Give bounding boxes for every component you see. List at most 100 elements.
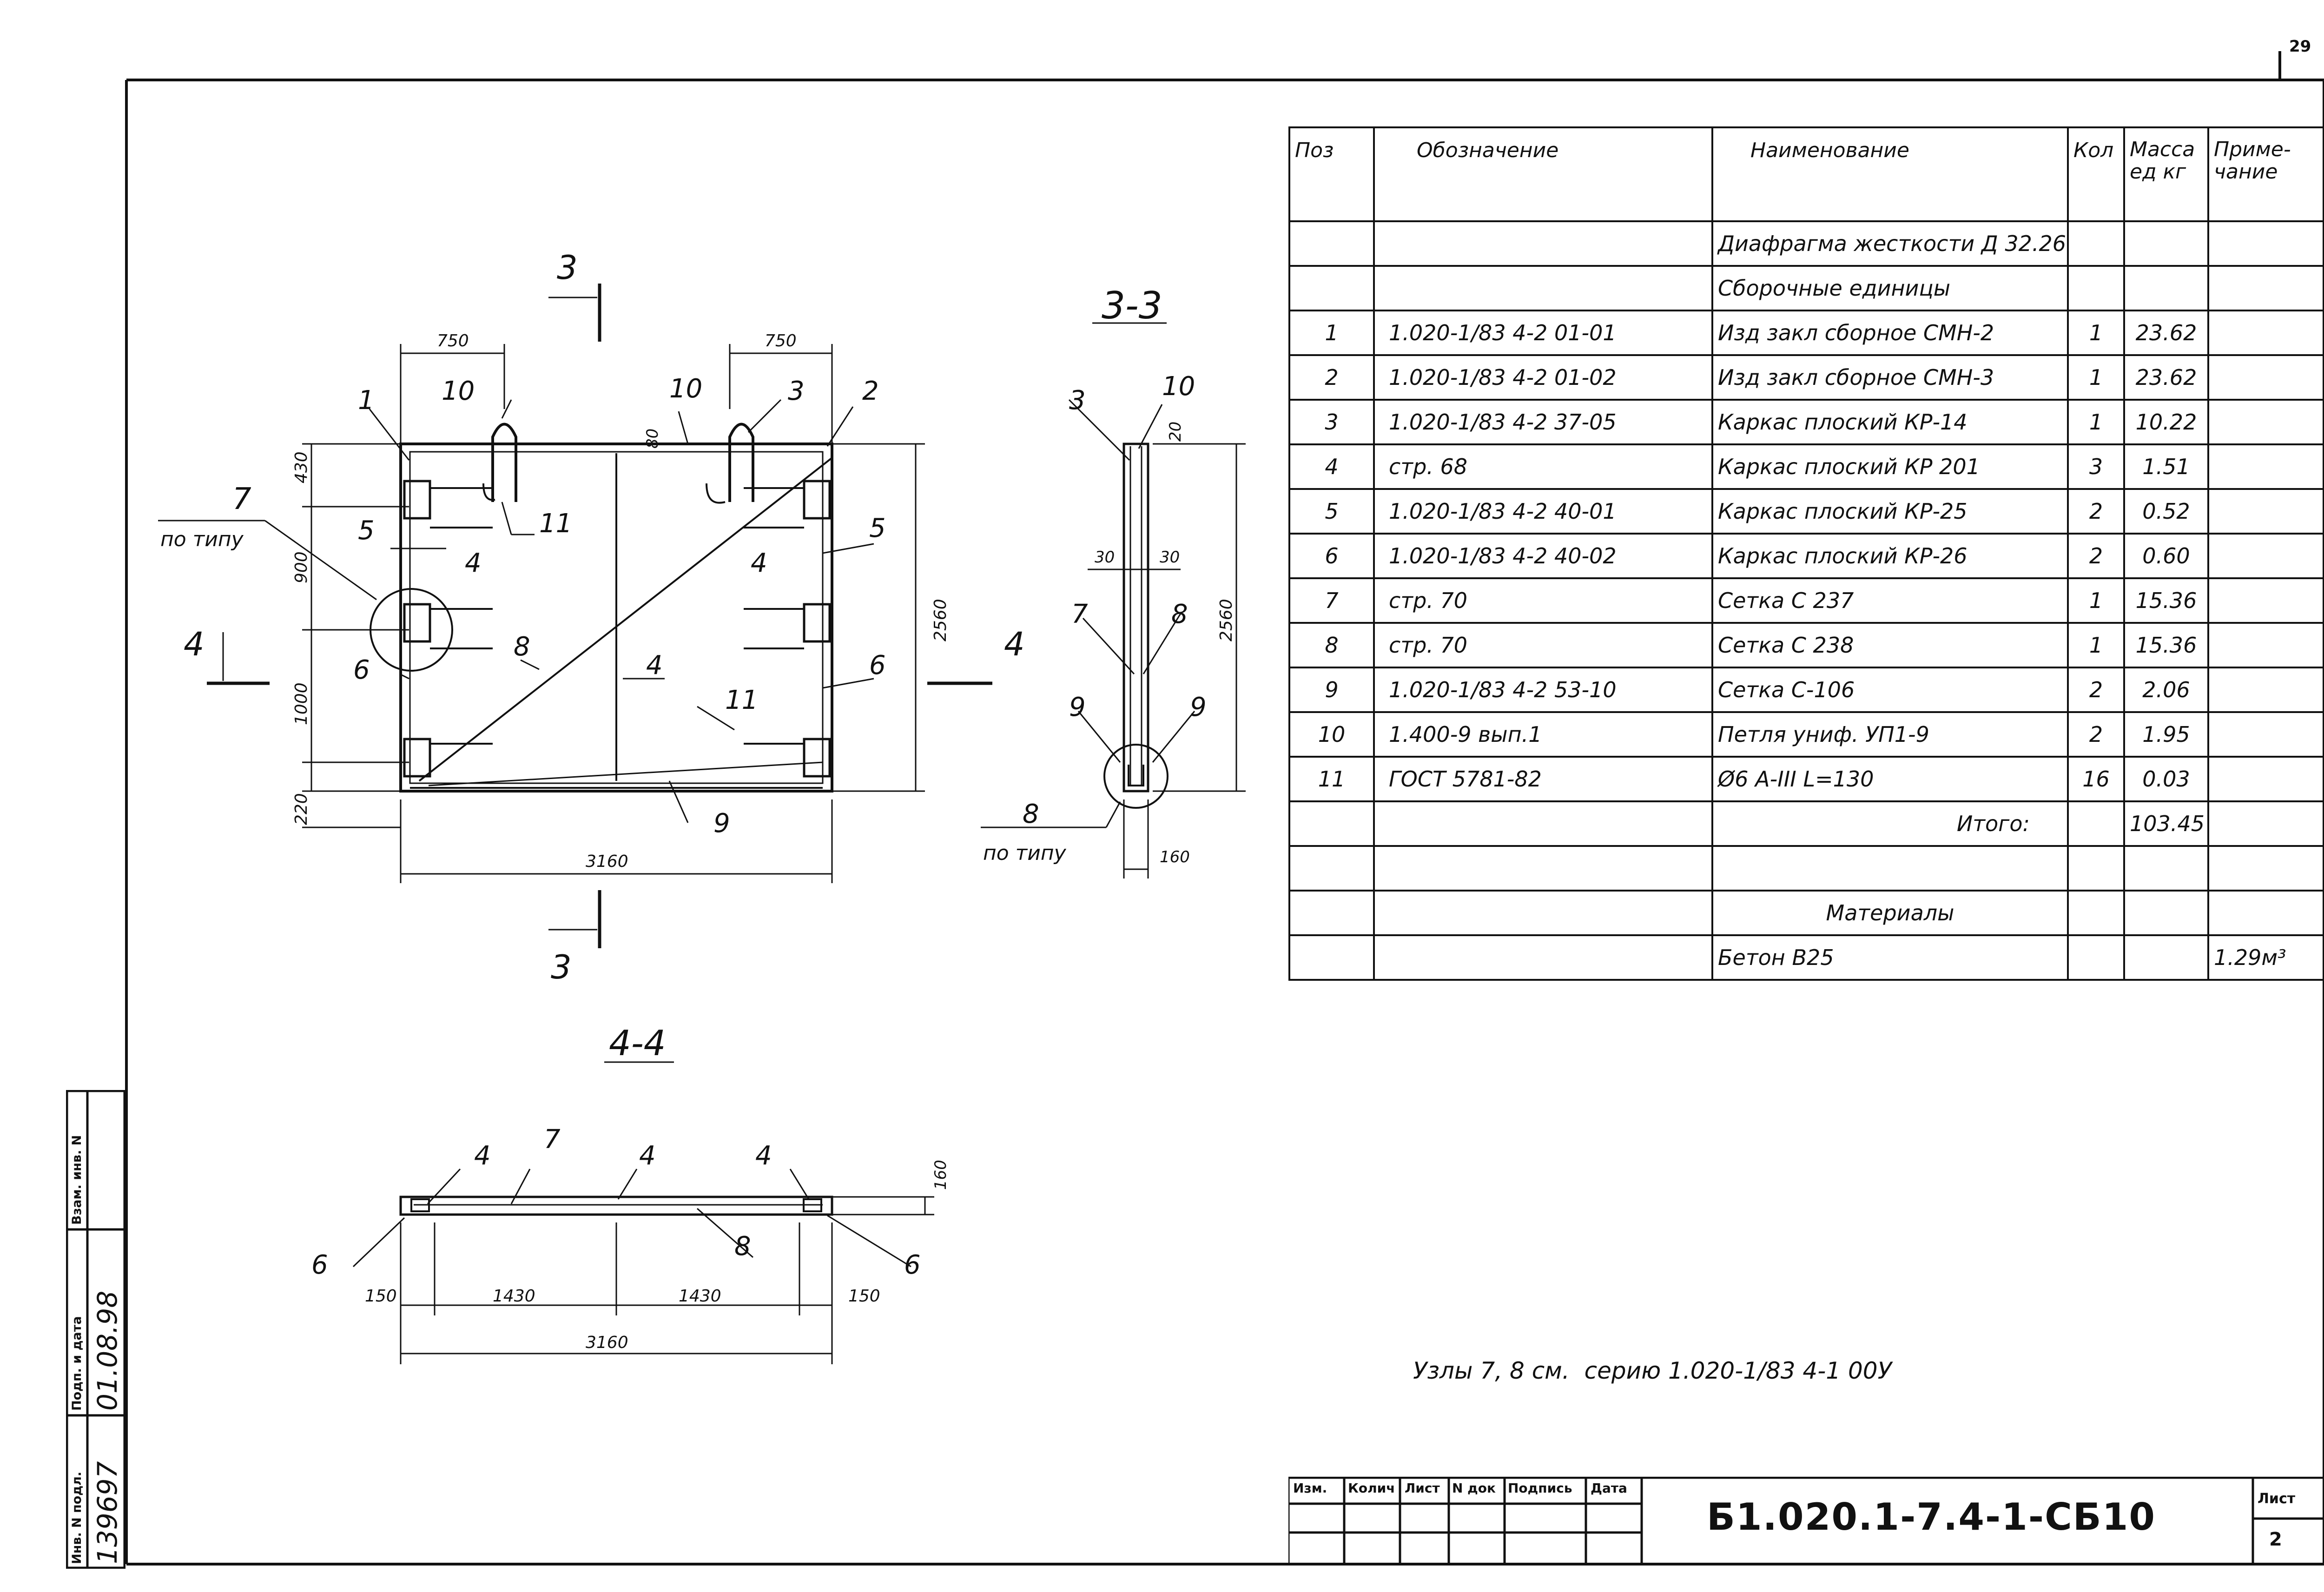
dim-220: 220	[292, 793, 311, 825]
spec-cell-qty: 3	[2067, 443, 2125, 490]
header-designation: Обозначение	[1373, 126, 1713, 222]
tb-list: Лист	[1405, 1480, 1440, 1496]
spec-cell-qty: 1	[2067, 577, 2125, 624]
spec-cell-designation: стр. 70	[1373, 622, 1713, 668]
callout-4-center: 4	[646, 650, 663, 680]
document-code: Б1.020.1-7.4-1-СБ10	[1707, 1495, 2156, 1539]
replaced-inv-label: Взам. инв. N	[70, 1135, 84, 1225]
sheet-label: Лист	[2258, 1491, 2296, 1507]
main-elevation	[158, 284, 992, 948]
header-name: Наименование	[1711, 126, 2069, 222]
dim-3160-44: 3160	[586, 1333, 628, 1352]
dim-160-33: 160	[1160, 848, 1190, 866]
spec-cell-designation: ГОСТ 5781-82	[1373, 756, 1713, 802]
callout-9: 9	[713, 808, 730, 839]
spec-cell-mass: 1.95	[2123, 711, 2209, 758]
spec-cell-designation: 1.020-1/83 4-2 40-01	[1373, 488, 1713, 535]
spec-cell-qty: 2	[2067, 711, 2125, 758]
view-4-4-title: 4-4	[609, 1023, 666, 1064]
callout-6-left: 6	[353, 655, 370, 685]
section-4-4	[352, 1061, 934, 1364]
callout-2: 2	[862, 376, 879, 406]
dim-30b-33: 30	[1160, 548, 1180, 567]
material-note: 1.29м³	[2207, 934, 2324, 981]
spec-cell-note	[2207, 711, 2324, 758]
dim-750-left: 750	[437, 331, 469, 350]
callout-11-right: 11	[725, 685, 758, 715]
header-qty: Кол	[2067, 126, 2125, 222]
spec-cell-name: Каркас плоский КР-25	[1711, 488, 2069, 535]
spec-cell-note	[2207, 756, 2324, 802]
spec-cell-mass: 23.62	[2123, 310, 2209, 356]
material-name: Бетон В25	[1711, 934, 2069, 981]
spec-cell-qty: 2	[2067, 488, 2125, 535]
spec-cell-pos: 5	[1288, 488, 1375, 535]
spec-cell-mass: 1.51	[2123, 443, 2209, 490]
spec-cell-designation: 1.020-1/83 4-2 53-10	[1373, 667, 1713, 713]
section-3-bottom-label: 3	[551, 948, 572, 986]
callout-3-33: 3	[1069, 385, 1086, 416]
spec-cell-name: Каркас плоский КР 201	[1711, 443, 2069, 490]
callout-9-33-right: 9	[1190, 692, 1207, 722]
table-header-row: Поз Обозначение Наименование Кол Масса е…	[1288, 126, 2324, 222]
callout-6-44-left: 6	[311, 1250, 328, 1280]
dim-150b-44: 150	[848, 1287, 880, 1306]
dim-2560-33: 2560	[1217, 599, 1236, 641]
inv-number-label: Инв. N подл.	[70, 1471, 84, 1564]
po-tipu-label-8: по типу	[983, 841, 1067, 865]
callout-10-33: 10	[1162, 371, 1195, 402]
spec-cell-mass: 0.03	[2123, 756, 2209, 802]
dim-1430b-44: 1430	[679, 1287, 721, 1306]
dim-430: 430	[292, 451, 311, 483]
dim-80: 80	[643, 429, 662, 449]
left-approval-stamp: Инв. N подл. 139697 Подп. и дата 01.08.9…	[66, 1090, 125, 1569]
callout-6-right: 6	[869, 650, 886, 680]
title-block: Изм. Колич Лист N док Подпись Дата Б1.02…	[1288, 1477, 2324, 1564]
spec-cell-designation: стр. 68	[1373, 443, 1713, 490]
spec-cell-name: Сетка С 237	[1711, 577, 2069, 624]
spec-cell-mass: 0.60	[2123, 533, 2209, 579]
dim-900: 900	[292, 551, 311, 583]
nodes-reference-note: Узлы 7, 8 см. серию 1.020-1/83 4-1 00У	[1413, 1357, 1892, 1384]
dim-20-33: 20	[1166, 422, 1185, 442]
spec-cell-designation: 1.400-9 вып.1	[1373, 711, 1713, 758]
dim-160-44: 160	[931, 1160, 950, 1190]
spec-cell-pos: 10	[1288, 711, 1375, 758]
dim-1430a-44: 1430	[493, 1287, 535, 1306]
callout-6-44-right: 6	[904, 1250, 921, 1280]
sheet-number: 2	[2269, 1529, 2282, 1550]
spec-cell-note	[2207, 354, 2324, 401]
spec-cell-mass: 0.52	[2123, 488, 2209, 535]
spec-cell-mass: 10.22	[2123, 399, 2209, 445]
callout-11-left: 11	[539, 509, 572, 539]
section-3-top-label: 3	[557, 249, 578, 287]
spec-cell-note	[2207, 310, 2324, 356]
spec-cell-pos: 8	[1288, 622, 1375, 668]
table-row: Диафрагма жесткости Д 32.26	[1288, 220, 2324, 267]
spec-cell-name: Изд закл сборное СМН-3	[1711, 354, 2069, 401]
spec-cell-note	[2207, 443, 2324, 490]
header-note: Приме-чание	[2207, 126, 2324, 222]
spec-cell-pos: 2	[1288, 354, 1375, 401]
table-row: Сборочные единицы	[1288, 265, 2324, 311]
spec-cell-name: Изд закл сборное СМН-2	[1711, 310, 2069, 356]
drawing-labels: 3 3 4 4 3-3 4-4 по типу по типу 750 750 …	[160, 249, 1236, 1352]
view-3-3-title: 3-3	[1102, 284, 1162, 327]
callout-4-left: 4	[465, 548, 482, 578]
spec-cell-qty: 16	[2067, 756, 2125, 802]
stamp-grid	[66, 1090, 125, 1569]
spec-cell-name: Каркас плоский КР-14	[1711, 399, 2069, 445]
spec-cell-qty: 1	[2067, 310, 2125, 356]
callout-8-44: 8	[734, 1231, 751, 1262]
callout-10-left: 10	[442, 376, 475, 406]
section-materials: Материалы	[1711, 890, 2069, 936]
callout-4-right: 4	[751, 548, 767, 578]
